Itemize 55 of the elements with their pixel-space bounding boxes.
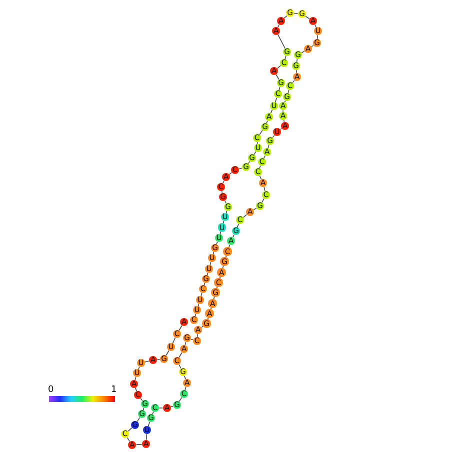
backbone-line [184, 386, 186, 390]
backbone-line [264, 186, 266, 192]
backbone-line [277, 24, 280, 28]
backbone-line [134, 376, 136, 380]
scale-label: 1 [111, 386, 117, 395]
backbone-line [222, 220, 224, 224]
backbone-line [196, 334, 198, 338]
backbone-line [278, 34, 286, 49]
backbone-line [284, 56, 286, 60]
backbone-line [284, 15, 288, 19]
backbone-line [254, 151, 256, 155]
backbone-line [210, 262, 212, 266]
backbone-line [288, 90, 290, 94]
backbone-line [178, 397, 182, 402]
backbone-line [259, 166, 261, 168]
backbone-line [216, 242, 218, 244]
backbone-line [144, 360, 150, 362]
backbone-line [314, 24, 317, 28]
backbone-line [232, 234, 235, 238]
backbone-line [172, 337, 176, 344]
backbone-line [259, 175, 262, 180]
backbone-line [128, 427, 132, 432]
backbone-line [148, 422, 150, 426]
backbone-line [146, 434, 148, 440]
backbone-line [316, 34, 318, 40]
backbone-line [296, 58, 298, 62]
backbone-line [266, 120, 268, 124]
backbone-line [126, 437, 130, 442]
backbone-line [301, 50, 305, 54]
backbone-line [135, 388, 137, 392]
backbone-line [178, 364, 182, 369]
backbone-line [200, 292, 202, 296]
backbone-line [263, 155, 266, 159]
backbone-line [136, 444, 142, 446]
backbone-line [220, 231, 222, 234]
backbone-line [268, 144, 270, 148]
backbone-line [224, 200, 227, 204]
backbone-line [184, 342, 186, 346]
backbone-line [184, 376, 186, 380]
backbone-line [138, 366, 140, 370]
backbone-line [253, 208, 257, 210]
backbone-line [270, 109, 273, 114]
backbone-line [222, 180, 225, 184]
backbone-line [248, 161, 250, 164]
backbone-line [278, 86, 280, 90]
backbone-line [305, 16, 310, 20]
backbone-line [262, 198, 264, 203]
backbone-line [294, 12, 298, 14]
backbone-line [136, 417, 140, 422]
backbone-line [296, 70, 298, 74]
backbone-line [152, 412, 154, 414]
backbone-line [237, 224, 239, 228]
backbone-line [259, 130, 263, 135]
backbone-line [274, 98, 278, 102]
scale-label: 0 [48, 386, 54, 395]
